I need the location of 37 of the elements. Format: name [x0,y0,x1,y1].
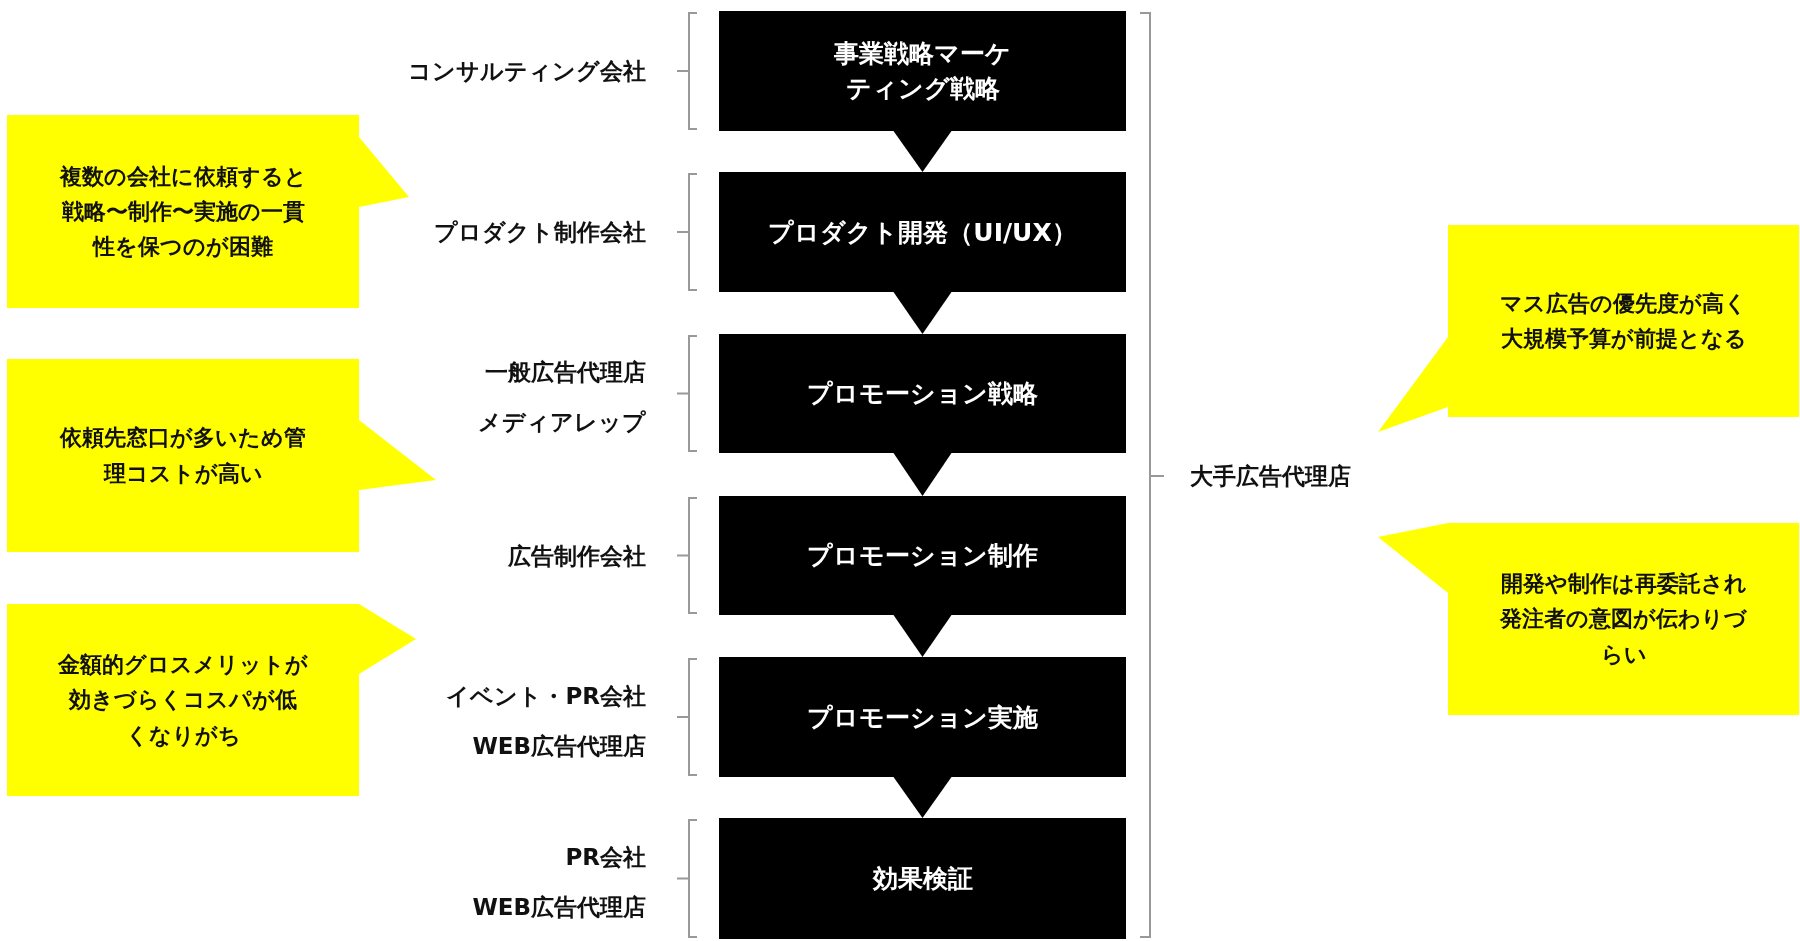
process-box [719,496,1126,615]
company-label: WEB広告代理店 [472,732,646,761]
step-label: プロモーション実施 [807,701,1038,734]
note-text: マス広告の優先度が高く大規模予算が前提となる [1499,289,1748,353]
arrow [893,615,952,657]
company-label: 一般広告代理店 [485,358,646,387]
arrow [893,453,952,496]
company-label: PR会社 [565,843,646,872]
step-label: プロモーション戦略 [807,378,1038,410]
note-text: 依頼先窓口が多いため管理コストが高い [58,424,307,488]
agency-label: 大手広告代理店 [1190,462,1351,491]
speech-bubble [7,359,436,552]
speech-bubble [1378,225,1799,432]
company-label: イベント・PR会社 [446,682,646,711]
step-label: 効果検証 [872,863,973,895]
speech-bubble [7,115,409,308]
company-label: メディアレップ [478,408,646,437]
arrow [893,292,952,334]
speech-bubble [7,604,416,796]
company-label: プロダクト制作会社 [434,218,646,247]
arrow [893,131,952,172]
step-label: プロダクト開発（UI/UX） [768,216,1077,249]
company-label: コンサルティング会社 [408,57,646,86]
company-label: WEB広告代理店 [472,893,646,922]
step-label: 事業戦略マーケティング戦略 [833,38,1012,105]
process-box [719,172,1126,292]
note-text: 開発や制作は再委託され発注者の意図が伝わりづらい [1498,570,1748,669]
company-label: 広告制作会社 [508,542,646,571]
note-text: 金額的グロスメリットが効きづらくコスパが低くなりがち [58,651,308,750]
process-box [719,657,1126,777]
process-box [719,11,1126,131]
note-text: 複数の会社に依頼すると戦略〜制作〜実施の一貫性を保つのが困難 [58,162,308,262]
process-box [719,818,1126,939]
arrow [893,777,952,818]
process-box [719,334,1126,453]
step-label: プロモーション制作 [807,540,1038,572]
speech-bubble [1378,523,1799,715]
